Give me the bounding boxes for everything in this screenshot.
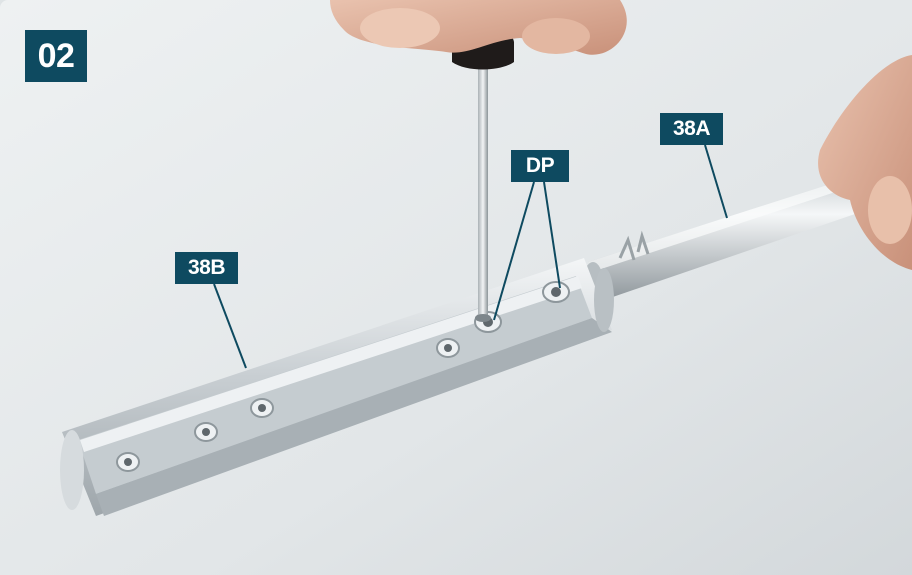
- label-dp: DP: [511, 150, 569, 182]
- leader-lines: [213, 144, 728, 369]
- right-hand: [818, 55, 912, 270]
- top-hand: [330, 0, 627, 55]
- label-38a: 38A: [660, 113, 723, 145]
- step-number-badge: 02: [25, 30, 87, 82]
- channel-38b: [60, 258, 614, 516]
- label-38b: 38B: [175, 252, 238, 284]
